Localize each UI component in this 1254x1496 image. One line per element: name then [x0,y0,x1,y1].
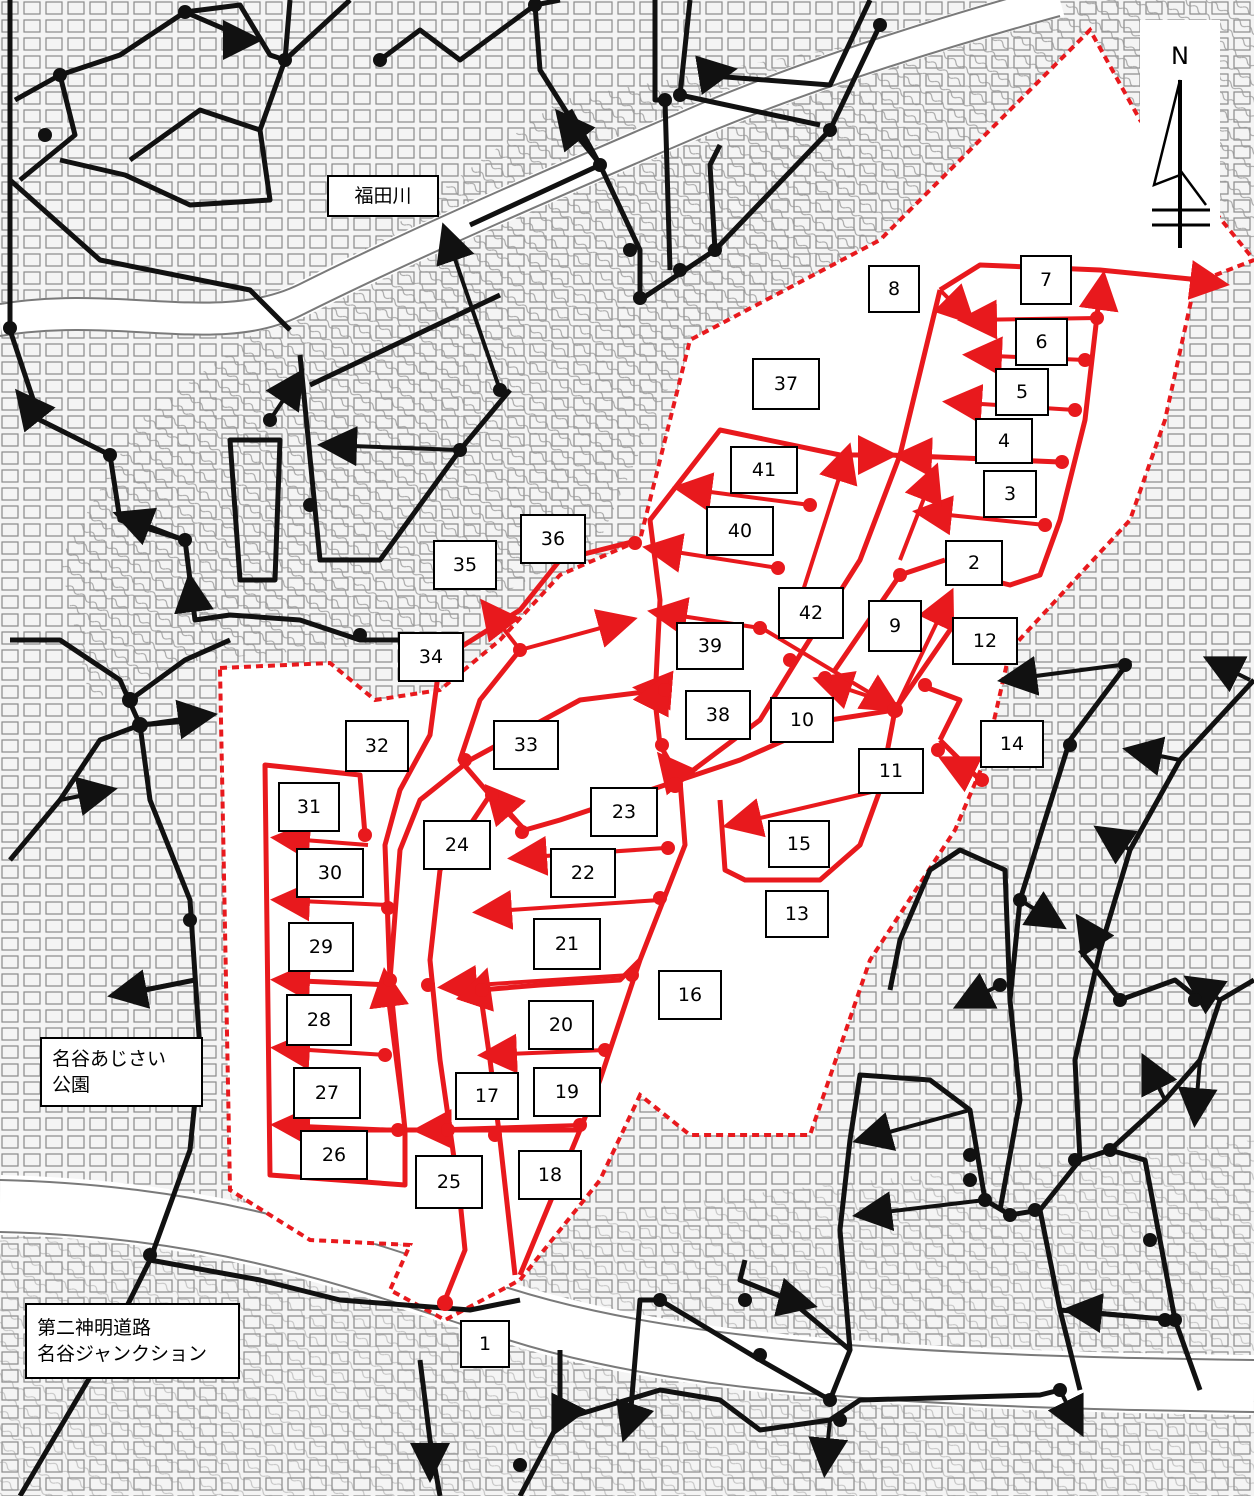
plot-17: 17 [455,1072,519,1120]
plot-15: 15 [768,820,830,868]
plot-18: 18 [518,1150,582,1200]
junction-label: 第二神明道路 名谷ジャンクション [25,1303,240,1379]
plot-36: 36 [520,514,586,564]
plot-35: 35 [433,540,497,590]
plot-5: 5 [995,368,1049,416]
plot-32: 32 [345,720,409,772]
plot-28: 28 [286,994,352,1046]
plot-34: 34 [398,632,464,682]
development-route-arrows [270,260,1230,1149]
plot-39: 39 [676,622,744,670]
plot-42: 42 [778,587,844,639]
plot-14: 14 [980,720,1044,768]
plot-22: 22 [550,848,616,898]
development-route-nodes [358,311,1104,1311]
plot-25: 25 [415,1155,483,1209]
plot-7: 7 [1020,255,1072,305]
plot-37: 37 [752,358,820,410]
compass-icon [1152,79,1210,248]
existing-road-nodes [3,0,1202,1472]
plot-19: 19 [533,1067,601,1117]
plot-29: 29 [288,922,354,972]
plot-33: 33 [493,720,559,770]
plot-13: 13 [765,890,829,938]
plot-31: 31 [278,782,340,832]
plot-23: 23 [590,787,658,837]
existing-road-arrows [15,20,1251,1483]
plot-3: 3 [983,470,1037,518]
plot-24: 24 [423,820,491,870]
plot-9: 9 [868,600,922,652]
plot-11: 11 [858,748,924,794]
plot-1: 1 [460,1320,510,1368]
park-label: 名谷あじさい 公園 [40,1037,203,1107]
plot-38: 38 [685,690,751,740]
plot-41: 41 [730,446,798,494]
plot-6: 6 [1015,318,1068,366]
plot-16: 16 [658,970,722,1020]
plot-2: 2 [945,540,1003,586]
north-label: N [1171,42,1189,70]
plot-21: 21 [533,918,601,970]
plot-12: 12 [952,617,1018,665]
river-label: 福田川 [327,175,439,217]
plot-20: 20 [528,1000,594,1050]
plot-8: 8 [868,265,920,313]
plot-4: 4 [975,418,1033,464]
plot-26: 26 [300,1130,368,1180]
north-arrow: N [1140,20,1220,260]
plot-40: 40 [706,506,774,556]
plot-10: 10 [770,697,834,743]
plot-30: 30 [296,848,364,898]
plot-27: 27 [293,1067,361,1119]
